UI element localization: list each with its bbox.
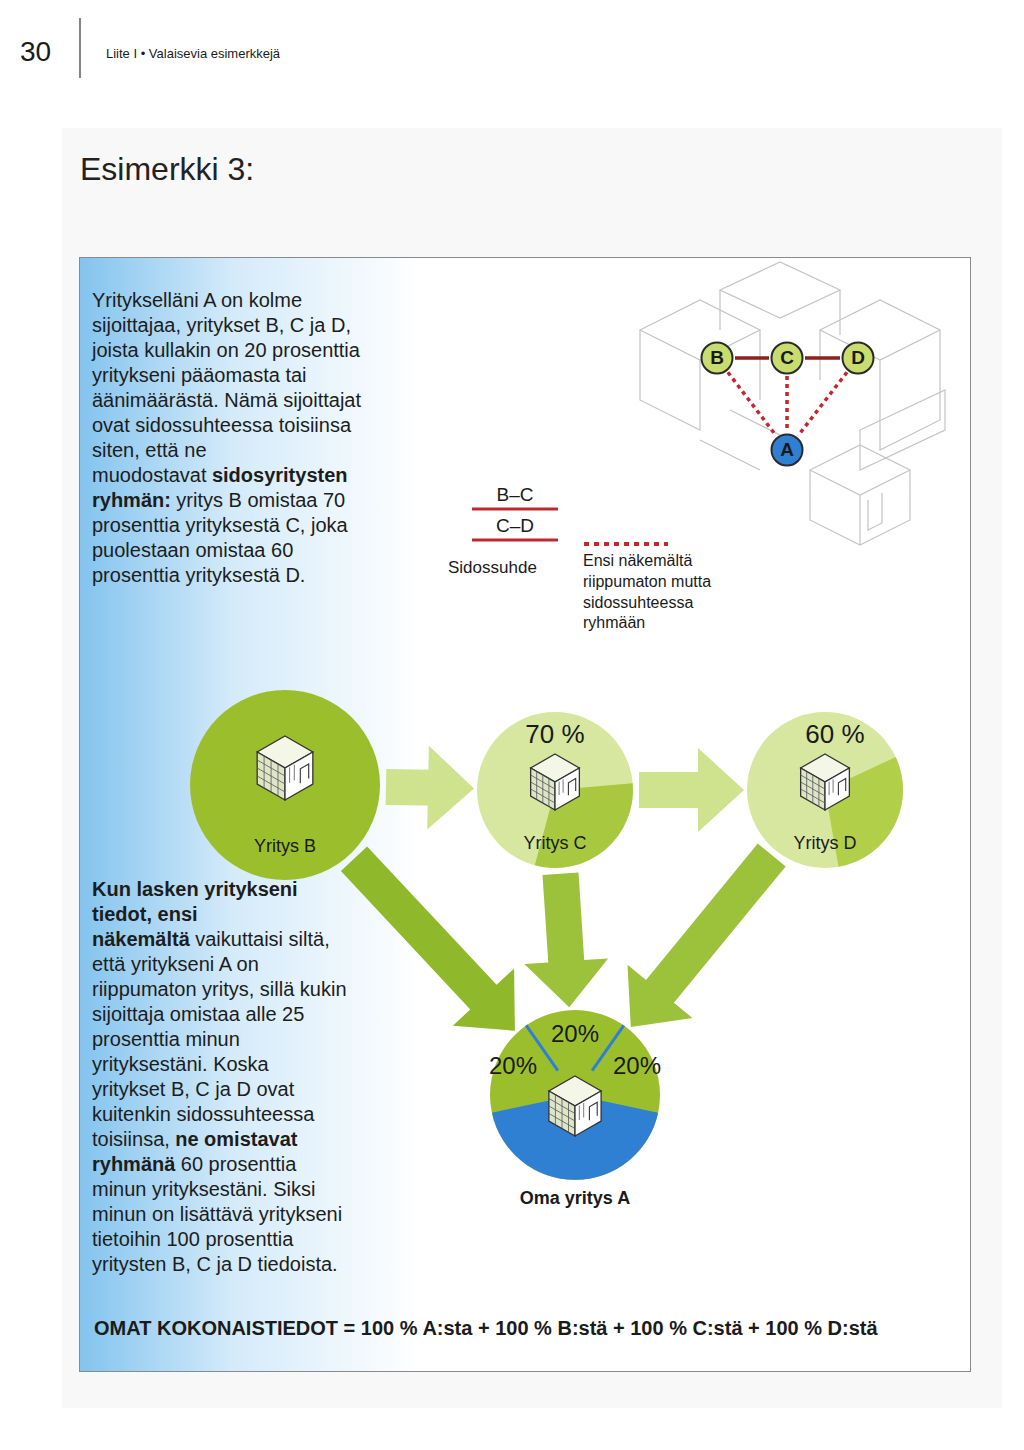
relation-line <box>728 372 776 435</box>
shape-part <box>568 779 575 796</box>
body-paragraph: Yritykselläni A on kolme sijoittajaa, yr… <box>92 288 372 588</box>
shape-part <box>575 1091 601 1136</box>
building-outline <box>810 445 910 545</box>
legend-dotted-line <box>584 542 668 546</box>
relation-stroke <box>798 372 847 436</box>
total-formula: OMAT KOKONAISTIEDOT = 100 % A:sta + 100 … <box>94 1316 954 1341</box>
shape-part <box>583 1103 584 1118</box>
ownership-arrow <box>524 873 608 1008</box>
company-letter: A <box>766 439 808 461</box>
node-text: 20% <box>535 1020 615 1048</box>
shape-part <box>549 1106 575 1121</box>
ownership-arrow <box>639 748 744 832</box>
relation-line <box>735 358 769 359</box>
building-illustration <box>640 262 945 545</box>
shape-part <box>818 779 819 807</box>
running-header: Liite I • Valaisevia esimerkkejä <box>106 46 506 62</box>
shape-part <box>531 789 555 803</box>
shape-part <box>579 1106 580 1121</box>
building-outline <box>640 300 760 430</box>
node-text: 20% <box>604 1052 670 1080</box>
ownership-arrow <box>341 847 515 1031</box>
legend-line <box>472 539 558 542</box>
shape-part <box>568 1102 569 1132</box>
header-rule <box>79 18 80 78</box>
relation-stroke <box>728 372 776 435</box>
shape-part <box>747 712 903 868</box>
legend-text: Sidossuhde <box>448 557 560 579</box>
shape-part <box>257 768 285 784</box>
legend-pair-label: C–D <box>470 514 560 538</box>
body-text: vaikuttaisi siltä, että yritykseni A on … <box>92 928 347 1150</box>
company-circle: 70 % Yritys C <box>477 712 633 868</box>
body-paragraph: Kun lasken yritykseni tiedot, ensi näkem… <box>92 877 347 1277</box>
node-text: 70 % <box>505 720 605 750</box>
shape-part <box>825 768 849 810</box>
company-dot: C <box>770 341 804 375</box>
page-number: 30 <box>20 34 70 69</box>
building-door <box>868 493 882 530</box>
relation-line <box>787 376 788 432</box>
building-outline <box>820 300 940 450</box>
node-text: Yritys B <box>225 836 345 857</box>
node-text: Yritys C <box>495 833 615 854</box>
shape-part <box>531 768 555 810</box>
building-outline <box>720 262 840 335</box>
shape-part <box>278 764 279 796</box>
shape-part <box>531 782 555 796</box>
page-title: Esimerkki 3: <box>80 150 254 188</box>
node-text: Yritys D <box>765 833 885 854</box>
shape-part <box>563 779 564 792</box>
shape-part <box>838 779 845 796</box>
shape-part <box>477 712 633 868</box>
relation-stroke <box>735 356 769 360</box>
shape-part <box>257 776 285 792</box>
company-dot: B <box>700 341 734 375</box>
company-dot: D <box>841 341 875 375</box>
own-company-dot: A <box>770 433 804 467</box>
shape-part <box>801 768 825 810</box>
relation-stroke <box>785 376 789 432</box>
shape-part <box>257 752 285 800</box>
company-circle: 60 % Yritys D <box>747 712 903 868</box>
shape-part <box>300 764 308 783</box>
company-letter: D <box>837 347 879 369</box>
legend-line <box>472 508 558 511</box>
shape-part <box>289 767 290 783</box>
shape-part <box>559 782 560 795</box>
relation-stroke <box>805 356 840 360</box>
company-letter: B <box>696 347 738 369</box>
body-text: Yritykselläni A on kolme sijoittajaa, yr… <box>92 289 361 486</box>
legend-pair-label: B–C <box>470 483 560 507</box>
shape-part <box>285 752 313 800</box>
shape-part <box>829 782 830 795</box>
relation-line <box>805 358 840 359</box>
shape-part <box>589 1102 597 1120</box>
company-circle: Yritys B <box>190 690 380 880</box>
shape-part <box>549 1114 575 1129</box>
shape-part <box>833 779 834 792</box>
node-text: 20% <box>480 1052 546 1080</box>
ownership-arrow <box>628 844 786 1027</box>
shape-part <box>490 1010 660 1180</box>
relation-line <box>798 372 847 436</box>
ownership-arrow <box>386 746 474 830</box>
shape-part <box>548 779 549 807</box>
shape-part <box>801 782 825 796</box>
shape-part <box>190 690 380 880</box>
shape-part <box>549 1091 575 1136</box>
own-company-circle: 20%20%20%Oma yritys A <box>490 1010 660 1180</box>
shape-part <box>555 768 579 810</box>
shape-part <box>801 789 825 803</box>
company-letter: C <box>766 347 808 369</box>
company-name: Oma yritys A <box>475 1188 675 1209</box>
building-outline <box>860 390 945 470</box>
node-text: 60 % <box>785 720 885 750</box>
legend-text: Ensi näkemältä riippumaton mutta sidossu… <box>583 551 733 634</box>
shape-part <box>294 765 295 781</box>
